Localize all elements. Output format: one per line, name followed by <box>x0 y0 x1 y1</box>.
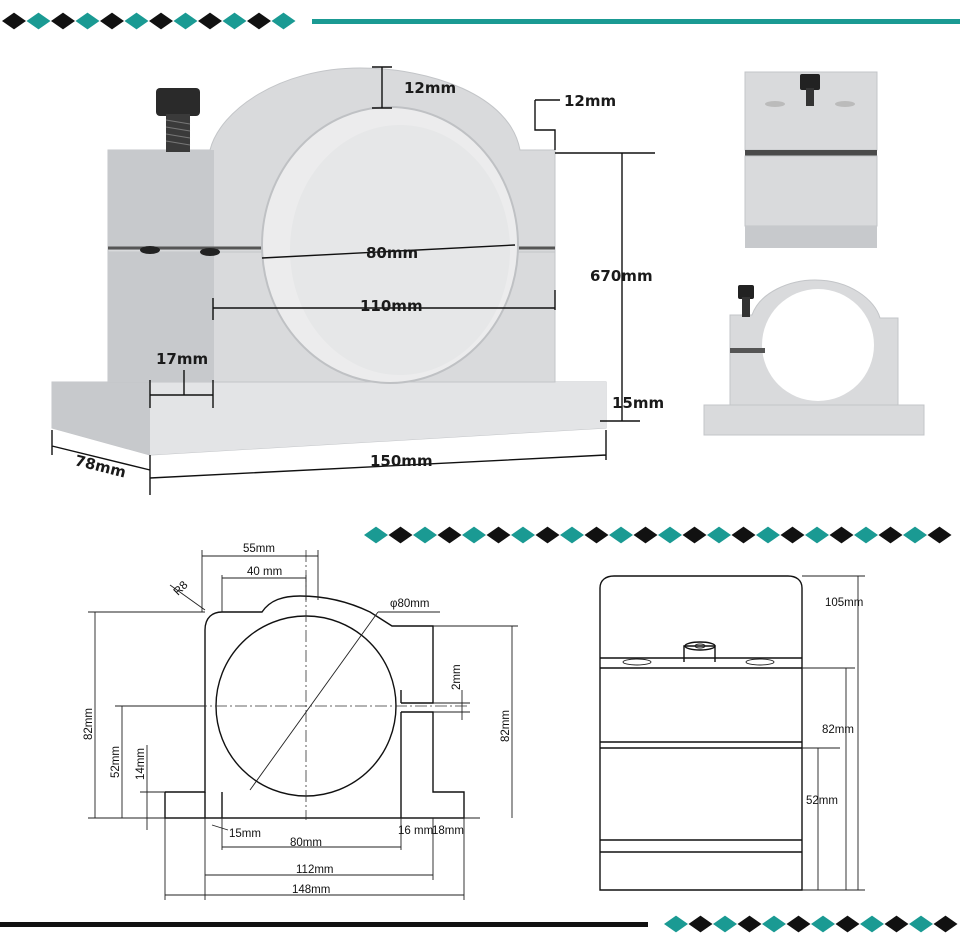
label-diameter: φ80mm <box>390 598 429 610</box>
bottom-diamond-row <box>664 915 958 933</box>
diamond-ornament <box>688 915 713 933</box>
diamond-ornament <box>658 526 682 544</box>
diamond-ornament <box>909 915 933 933</box>
label-center-height: 52mm <box>110 746 122 778</box>
diamond-ornament <box>173 12 198 30</box>
top-teal-rule <box>312 19 960 24</box>
diamond-ornament <box>829 526 854 544</box>
diamond-ornament <box>560 526 584 544</box>
top-diamond-row <box>2 12 296 30</box>
label-bolt-span: 110mm <box>360 297 423 315</box>
diamond-ornament <box>860 915 884 933</box>
label-base-width: 148mm <box>292 884 330 896</box>
label-foot-thickness: 15mm <box>229 828 261 840</box>
diamond-ornament <box>486 526 511 544</box>
label-foot-height: 14mm <box>135 748 147 780</box>
diamond-ornament <box>731 526 756 544</box>
diamond-ornament <box>903 526 927 544</box>
photo-dimension-lines <box>51 66 655 495</box>
diamond-ornament <box>26 12 51 30</box>
product-photo-main <box>51 67 607 456</box>
diamond-ornament <box>535 526 560 544</box>
label-radius: R8 <box>172 579 191 598</box>
diamond-ornament <box>51 12 75 30</box>
diamond-ornament <box>75 12 100 30</box>
product-photo-front-view <box>703 279 925 436</box>
label-bore: 80mm <box>366 244 418 262</box>
diamond-ornament <box>198 12 222 30</box>
diamond-ornament <box>933 915 958 933</box>
label-foot-width: 17mm <box>156 350 208 368</box>
label-height-right: 82mm <box>500 710 512 742</box>
diamond-ornament <box>664 915 688 933</box>
diamond-ornament <box>584 526 609 544</box>
diamond-ornament <box>609 526 633 544</box>
label-length: 150mm <box>370 452 433 470</box>
diamond-ornament <box>737 915 762 933</box>
label-top-inner: 40 mm <box>247 566 282 578</box>
diamond-ornament <box>437 526 462 544</box>
label-total-height: 105mm <box>825 597 863 609</box>
diamond-ornament <box>878 526 903 544</box>
label-mid-height: 82mm <box>822 724 854 736</box>
diamond-ornament <box>413 526 437 544</box>
diamond-ornament <box>927 526 952 544</box>
drawing-side-view <box>599 575 865 891</box>
drawing-front-view <box>88 550 518 900</box>
label-foot-right-a: 16 mm <box>398 825 433 837</box>
label-top-outer: 55mm <box>243 543 275 555</box>
diamond-ornament <box>2 12 26 30</box>
diamond-ornament <box>762 915 786 933</box>
mid-diamond-row <box>364 526 952 544</box>
diamond-ornament <box>713 915 737 933</box>
bottom-dark-rule <box>0 922 648 927</box>
label-top-thickness: 12mm <box>404 79 456 97</box>
diamond-ornament <box>124 12 149 30</box>
diamond-ornament <box>247 12 271 30</box>
photo-dimension-labels: 12mm 12mm 80mm 110mm 670mm 17mm 15mm 78m… <box>73 79 664 481</box>
product-photo-top-view <box>744 71 878 248</box>
diamond-ornament <box>780 526 805 544</box>
diamond-ornament <box>811 915 835 933</box>
drawing-side-labels: 105mm 82mm 52mm <box>806 597 863 807</box>
diamond-ornament <box>854 526 878 544</box>
label-height-left: 82mm <box>83 708 95 740</box>
diamond-ornament <box>462 526 486 544</box>
label-height: 670mm <box>590 267 653 285</box>
diamond-ornament <box>835 915 860 933</box>
diamond-ornament <box>364 526 388 544</box>
diamond-ornament <box>884 915 909 933</box>
diamond-ornament <box>222 12 247 30</box>
diamond-ornament <box>756 526 780 544</box>
label-hole-span: 112mm <box>296 864 334 876</box>
diamond-ornament <box>805 526 829 544</box>
label-bore-width: 80mm <box>290 837 322 849</box>
label-depth: 78mm <box>73 451 128 481</box>
label-base-height: 15mm <box>612 394 664 412</box>
diamond-ornament <box>388 526 413 544</box>
label-side-thickness: 12mm <box>564 92 616 110</box>
diamond-ornament <box>149 12 173 30</box>
drawing-front-labels: 55mm 40 mm R8 φ80mm 2mm 82mm 82mm 52mm 1… <box>83 543 512 896</box>
label-foot-right-b: 18mm <box>432 825 464 837</box>
diamond-ornament <box>786 915 811 933</box>
label-low-height: 52mm <box>806 795 838 807</box>
diamond-ornament <box>682 526 707 544</box>
diamond-ornament <box>271 12 296 30</box>
diamond-ornament <box>633 526 658 544</box>
diamond-ornament <box>707 526 731 544</box>
diamond-ornament <box>511 526 535 544</box>
label-slot: 2mm <box>451 664 463 690</box>
diamond-ornament <box>100 12 124 30</box>
